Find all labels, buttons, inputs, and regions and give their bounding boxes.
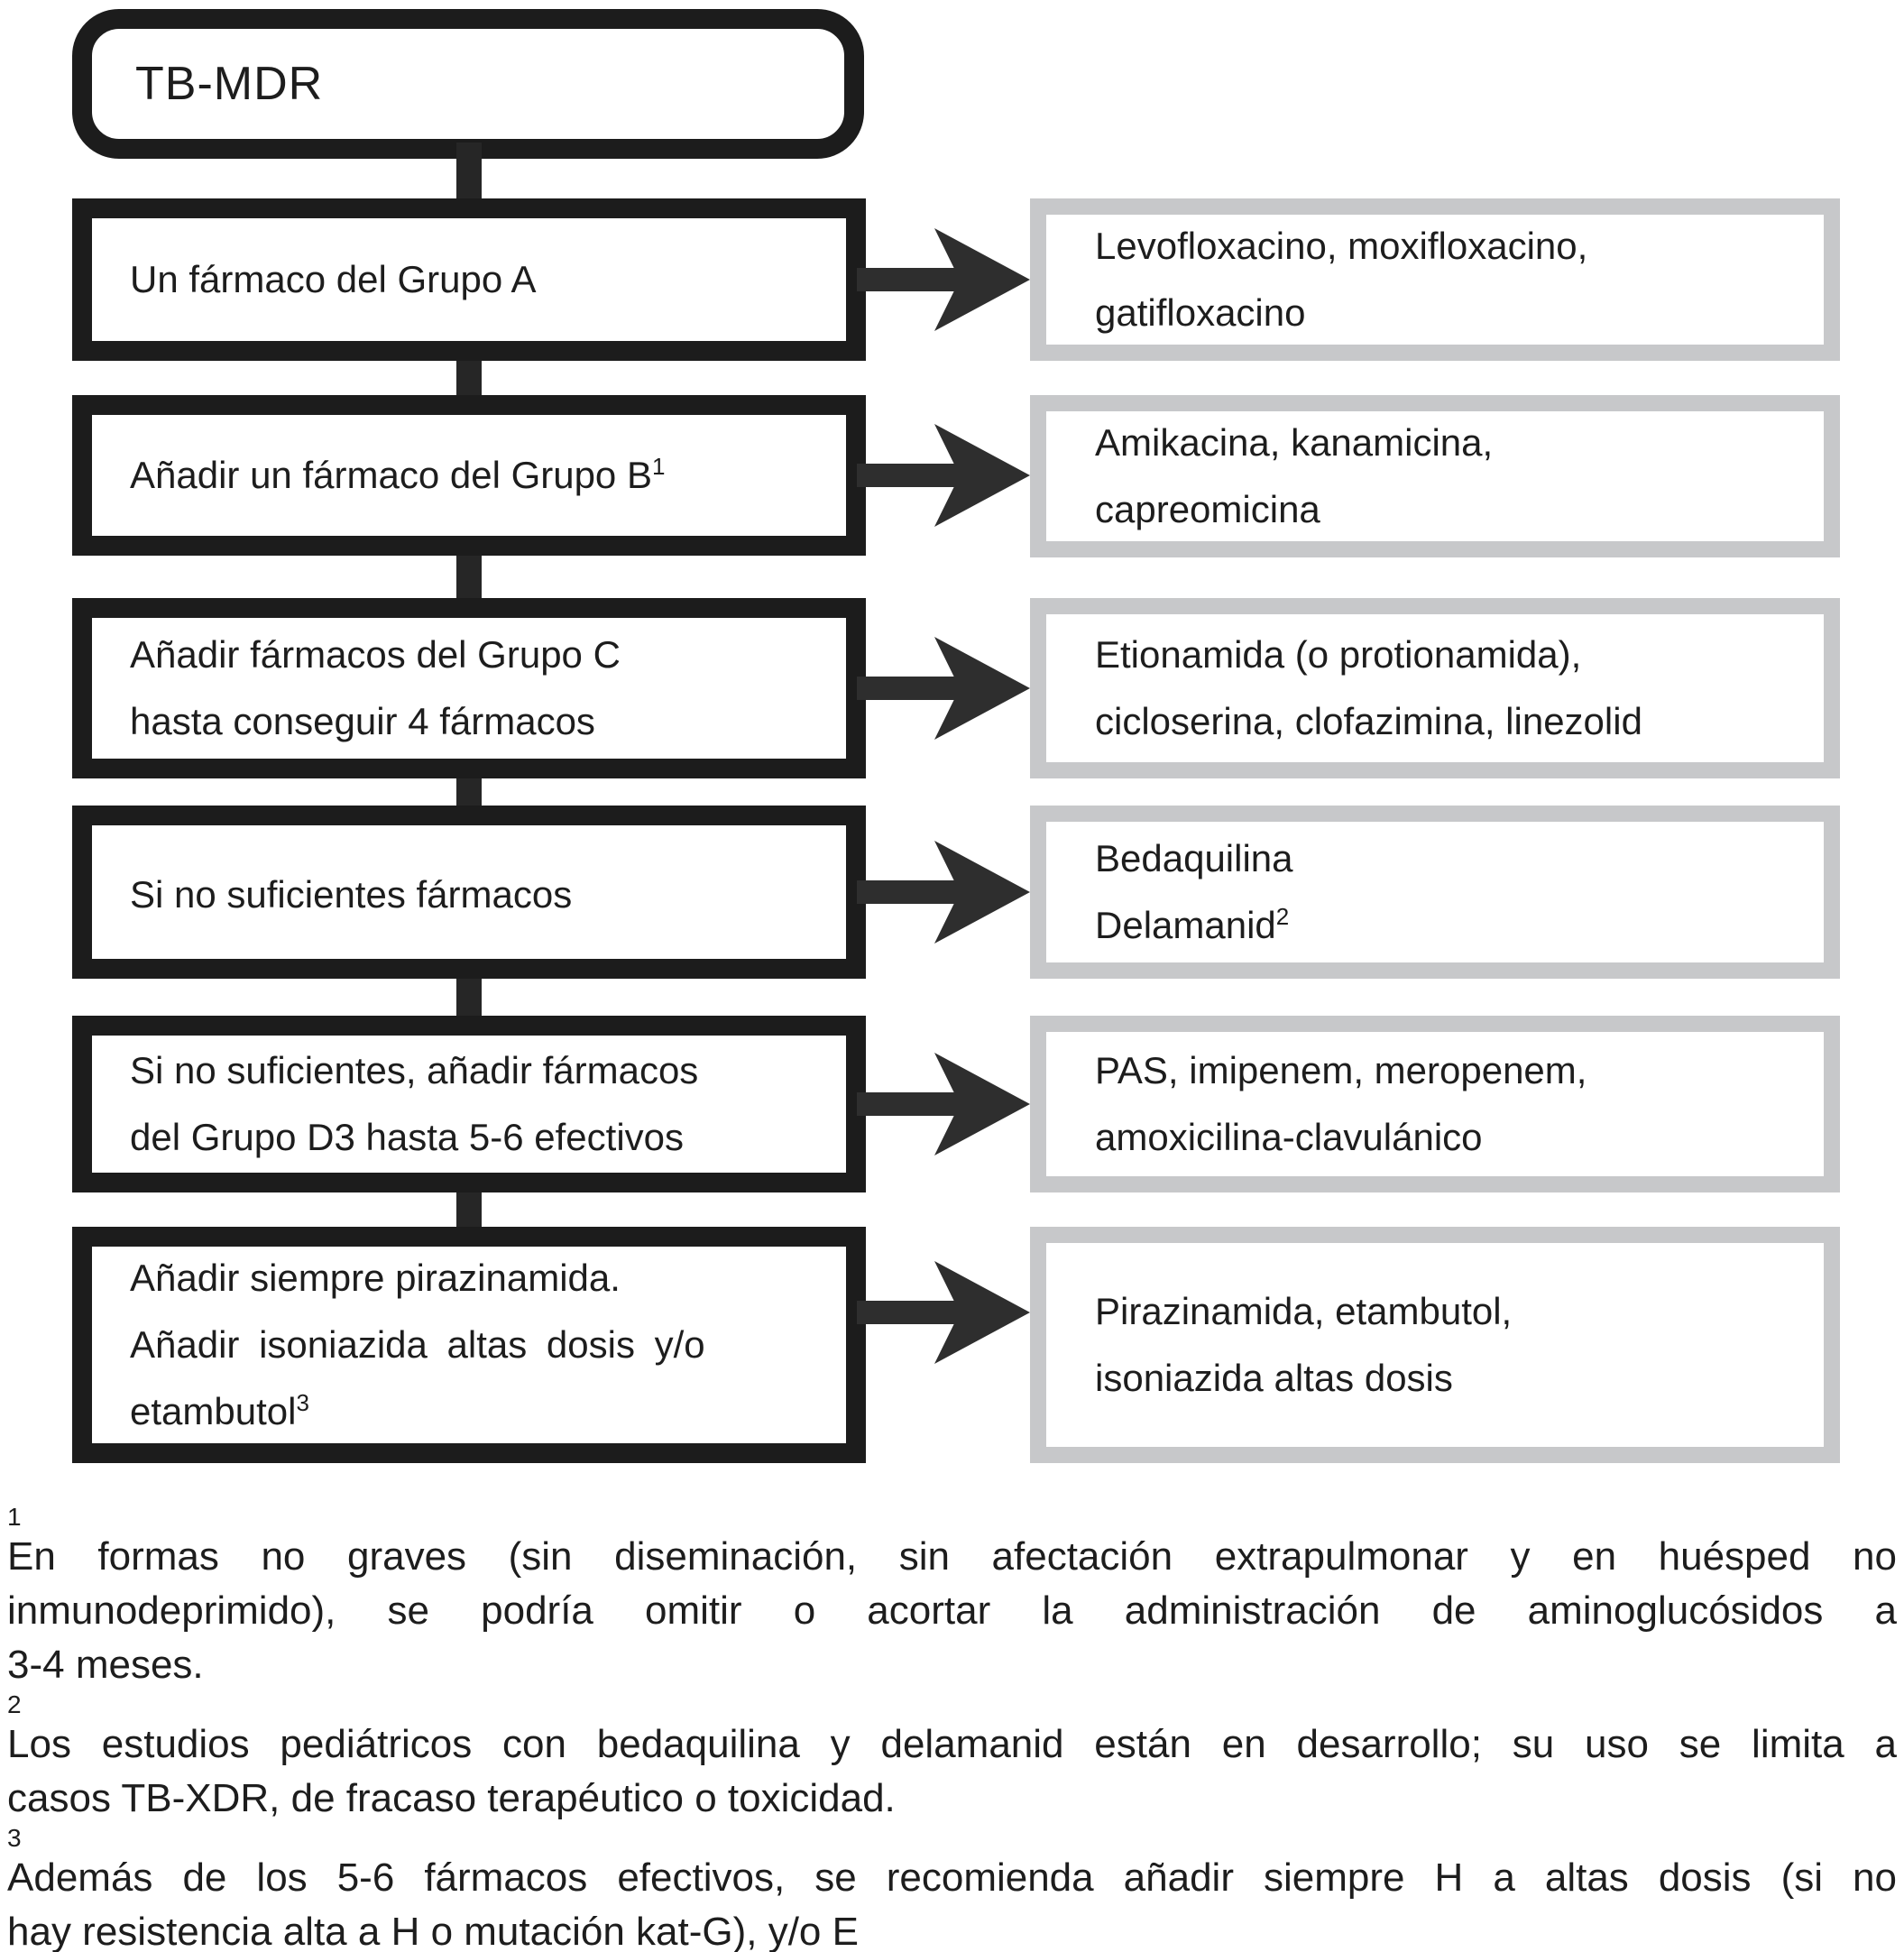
arrow-right-icon <box>857 1261 1030 1364</box>
footnote-text-line: hay resistencia alta a H o mutación kat-… <box>7 1910 859 1952</box>
footnote-marker: 3 <box>7 1824 22 1852</box>
flow-step-text: Si no suficientes fármacos <box>130 873 573 916</box>
flow-step-grupo-a: Un fármaco del Grupo A <box>72 198 866 361</box>
footnotes-section: 1 En formas no graves (sin diseminación,… <box>7 1505 1897 1952</box>
root-node-tb-mdr: TB-MDR <box>72 9 864 159</box>
drug-list-text: Pirazinamida, etambutol, <box>1095 1290 1513 1332</box>
drug-list-pirazinamida: Pirazinamida, etambutol, isoniazida alta… <box>1030 1227 1840 1463</box>
drug-list-grupo-a: Levofloxacino, moxifloxacino, gatifloxac… <box>1030 198 1840 361</box>
footnote-ref-2: 2 <box>1275 903 1290 930</box>
drug-list-bedaquilina: Bedaquilina Delamanid2 <box>1030 806 1840 979</box>
footnote-2: 2 Los estudios pediátricos con bedaquili… <box>7 1692 1897 1826</box>
flow-step-grupo-b: Añadir un fármaco del Grupo B1 <box>72 395 866 556</box>
footnote-1: 1 En formas no graves (sin diseminación,… <box>7 1505 1897 1692</box>
flow-step-text: Si no suficientes, añadir fármacos <box>130 1049 699 1091</box>
flow-step-text: Añadir siempre pirazinamida. <box>130 1257 621 1299</box>
drug-list-grupo-c: Etionamida (o protionamida), cicloserina… <box>1030 598 1840 778</box>
drug-list-text: Bedaquilina <box>1095 837 1293 879</box>
flow-step-text: del Grupo D3 hasta 5-6 efectivos <box>130 1116 685 1158</box>
arrow-right-icon <box>857 424 1030 527</box>
footnote-3: 3 Además de los 5-6 fármacos efectivos, … <box>7 1826 1897 1952</box>
drug-list-text: Delamanid <box>1095 904 1276 946</box>
connector-line <box>456 971 482 1023</box>
drug-list-grupo-b: Amikacina, kanamicina, capreomicina <box>1030 395 1840 557</box>
connector-line <box>456 143 482 206</box>
arrow-right-icon <box>857 228 1030 331</box>
flow-step-no-suficientes: Si no suficientes fármacos <box>72 806 866 979</box>
drug-list-text: Levofloxacino, moxifloxacino, <box>1095 225 1588 267</box>
root-node-label: TB-MDR <box>135 58 324 110</box>
drug-list-text: cicloserina, clofazimina, linezolid <box>1095 700 1642 742</box>
drug-list-text: capreomicina <box>1095 488 1320 530</box>
drug-list-text: PAS, imipenem, meropenem, <box>1095 1049 1587 1091</box>
flow-step-text: etambutol <box>130 1390 297 1432</box>
flow-step-text: hasta conseguir 4 fármacos <box>130 700 595 742</box>
footnote-text-line: casos TB-XDR, de fracaso terapéutico o t… <box>7 1776 896 1820</box>
connector-line <box>456 1184 482 1235</box>
drug-list-text: isoniazida altas dosis <box>1095 1357 1453 1399</box>
drug-list-text: Amikacina, kanamicina, <box>1095 421 1494 464</box>
arrow-right-icon <box>857 1053 1030 1156</box>
flow-step-pirazinamida: Añadir siempre pirazinamida. Añadir ison… <box>72 1227 866 1463</box>
flow-step-text: Añadir un fármaco del Grupo B <box>130 454 652 496</box>
drug-list-text: Etionamida (o protionamida), <box>1095 633 1582 676</box>
arrow-right-icon <box>857 637 1030 740</box>
footnote-text-line: Los estudios pediátricos con bedaquilina… <box>7 1722 1897 1766</box>
footnote-ref-1: 1 <box>651 453 666 480</box>
footnote-text-line: Además de los 5-6 fármacos efectivos, se… <box>7 1855 1897 1900</box>
drug-list-text: gatifloxacino <box>1095 291 1306 334</box>
footnote-marker: 2 <box>7 1690 22 1718</box>
footnote-text-line: inmunodeprimido), se podría omitir o aco… <box>7 1588 1897 1633</box>
footnote-ref-3: 3 <box>296 1389 309 1416</box>
flow-step-grupo-c: Añadir fármacos del Grupo C hasta conseg… <box>72 598 866 778</box>
drug-list-text: amoxicilina-clavulánico <box>1095 1116 1483 1158</box>
footnote-text-line: 3-4 meses. <box>7 1643 204 1687</box>
connector-line <box>456 547 482 606</box>
flow-step-text: Añadir fármacos del Grupo C <box>130 633 621 676</box>
arrow-right-icon <box>857 841 1030 944</box>
flow-step-grupo-d3: Si no suficientes, añadir fármacos del G… <box>72 1016 866 1192</box>
drug-list-grupo-d3: PAS, imipenem, meropenem, amoxicilina-cl… <box>1030 1016 1840 1192</box>
flow-step-text: Un fármaco del Grupo A <box>130 258 537 300</box>
footnote-marker: 1 <box>7 1503 22 1531</box>
flow-step-text: Añadir isoniazida altas dosis y/o <box>130 1323 705 1366</box>
footnote-text-line: En formas no graves (sin diseminación, s… <box>7 1534 1897 1579</box>
